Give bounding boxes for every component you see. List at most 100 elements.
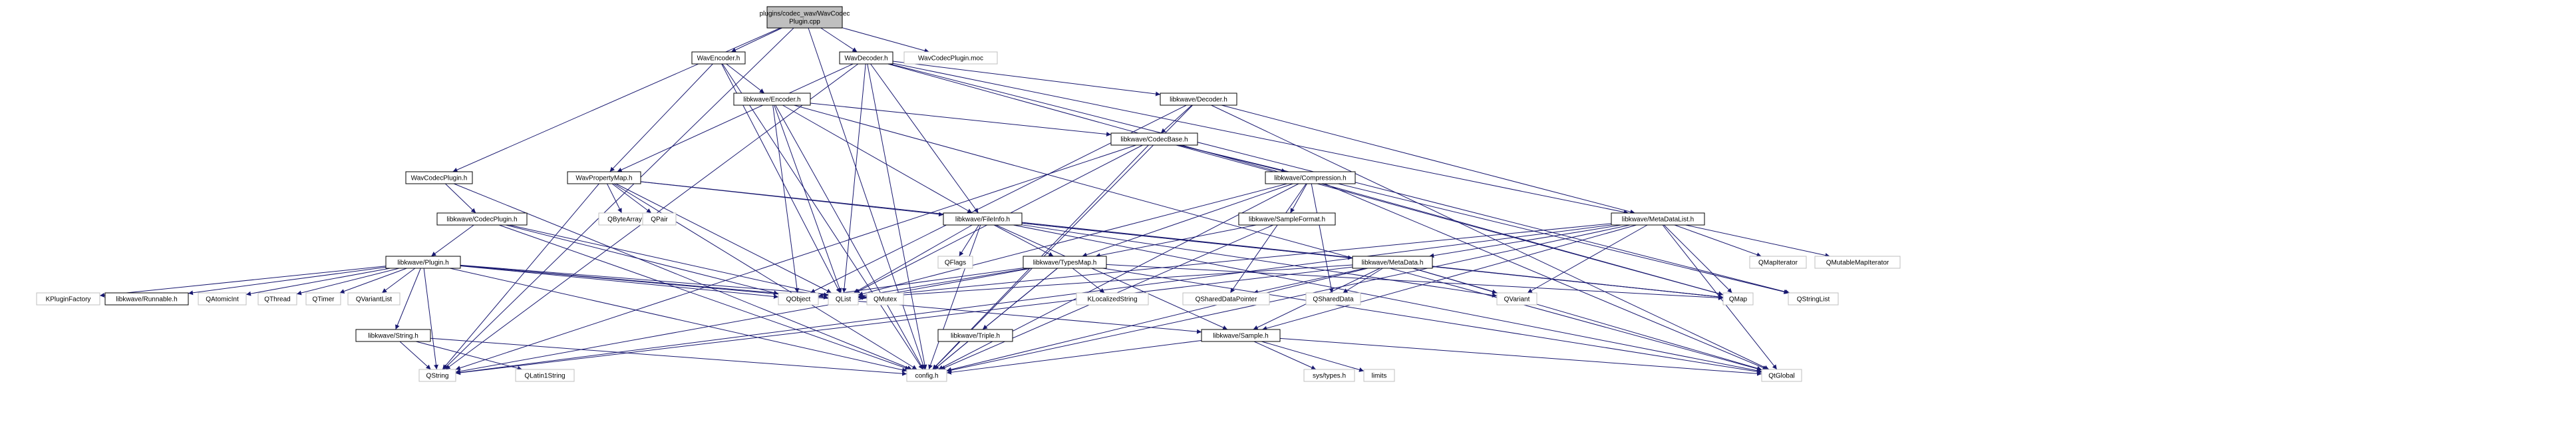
node-box — [355, 329, 431, 342]
node-label: libkwave/Triple.h — [951, 333, 1000, 340]
node-box — [1238, 212, 1336, 226]
edge-wavdecoder_h-to-libkwave_decoder_h — [892, 61, 1161, 97]
node-qvariantlist: QVariantList — [347, 292, 401, 306]
node-label: QMapIterator — [1758, 260, 1798, 267]
edge-libkwave_metadata_h-to-qstring — [455, 266, 1353, 375]
edge-libkwave_compression_h-to-libkwave_sampleformat_h — [1290, 183, 1307, 214]
node-box — [198, 292, 247, 306]
node-label: libkwave/String.h — [368, 333, 418, 340]
node-qmapiterator: QMapIterator — [1749, 256, 1807, 269]
node-box — [1761, 369, 1802, 382]
edge-libkwave_decoder_h-to-config_h — [932, 105, 1193, 370]
edge-libkwave_sample_h-to-config_h — [946, 340, 1202, 375]
node-wavencoder-h[interactable]: WavEncoder.h — [691, 51, 746, 65]
node-label: limits — [1372, 373, 1387, 380]
edge-root-to-wavdecoder_h — [820, 27, 858, 53]
edge-libkwave_metadatalist_h-to-config_h — [946, 224, 1631, 373]
node-label: sys/types.h — [1313, 373, 1346, 380]
node-qstringlist: QStringList — [1788, 292, 1839, 306]
node-libkwave-string-h[interactable]: libkwave/String.h — [355, 329, 431, 342]
node-box — [733, 93, 811, 106]
edge-libkwave_metadatalist_h-to-libkwave_metadata_h — [1429, 224, 1621, 258]
edge-wavdecoder_h-to-qlist — [842, 63, 866, 294]
node-box — [866, 292, 904, 306]
node-libkwave-compression-h[interactable]: libkwave/Compression.h — [1265, 171, 1356, 184]
edge-libkwave_metadatalist_h-to-libkwave_sample_h — [1262, 224, 1637, 331]
node-label: libkwave/Runnable.h — [116, 296, 177, 304]
edge-libkwave_compression_h-to-qshareddatapointer — [1229, 183, 1307, 294]
node-box — [1160, 93, 1237, 106]
edge-libkwave_codecbase_h-to-qmap — [1176, 144, 1724, 296]
node-libkwave-encoder-h[interactable]: libkwave/Encoder.h — [733, 93, 811, 106]
node-libkwave-triple-h[interactable]: libkwave/Triple.h — [937, 329, 1013, 342]
node-label: QSharedDataPointer — [1196, 296, 1258, 304]
node-wavdecoder-h[interactable]: WavDecoder.h — [839, 51, 893, 65]
node-libkwave-typesmap-h[interactable]: libkwave/TypesMap.h — [1023, 256, 1107, 269]
node-label: plugins/codec_wav/WavCodec — [760, 11, 850, 18]
edge-libkwave_fileinfo_h-to-qvariant — [1021, 224, 1498, 298]
node-label: libkwave/MetaDataList.h — [1622, 216, 1694, 224]
node-libkwave-metadatalist-h[interactable]: libkwave/MetaDataList.h — [1611, 212, 1705, 226]
edge-libkwave_typesmap_h-to-qtglobal — [1102, 268, 1762, 374]
node-qatomicint: QAtomicInt — [198, 292, 247, 306]
node-box — [1305, 292, 1361, 306]
edge-libkwave_sample_h-to-sys_types_h — [1253, 341, 1317, 370]
node-box — [385, 256, 461, 269]
node-root[interactable]: plugins/codec_wav/WavCodecPlugin.cpp — [760, 6, 850, 29]
edge-libkwave_compression_h-to-libkwave_typesmap_h — [1082, 183, 1293, 258]
edge-libkwave_compression_h-to-qtglobal — [1324, 183, 1768, 370]
edge-libkwave_metadatalist_h-to-qvariant — [1527, 224, 1648, 294]
node-box — [766, 6, 843, 29]
node-box — [515, 369, 575, 382]
node-label: libkwave/SampleFormat.h — [1249, 216, 1325, 224]
node-box — [1722, 292, 1754, 306]
node-qmap: QMap — [1722, 292, 1754, 306]
node-box — [937, 256, 973, 269]
node-libkwave-codecbase-h[interactable]: libkwave/CodecBase.h — [1110, 132, 1198, 146]
node-wavpropertymap-h[interactable]: WavPropertyMap.h — [567, 171, 641, 184]
edge-libkwave_plugin_h-to-qthread — [296, 268, 400, 296]
edge-libkwave_metadata_h-to-qshareddatapointer — [1253, 268, 1366, 294]
edge-libkwave_metadatalist_h-to-qmapiterator — [1674, 224, 1762, 257]
node-libkwave-runnable-h[interactable]: libkwave/Runnable.h — [104, 292, 189, 306]
edge-libkwave_decoder_h-to-qtglobal — [1211, 105, 1770, 370]
edge-libkwave_encoder_h-to-config_h — [775, 105, 924, 370]
node-libkwave-plugin-h[interactable]: libkwave/Plugin.h — [385, 256, 461, 269]
edge-libkwave_plugin_h-to-kpluginfactory — [99, 266, 387, 298]
node-box — [1201, 329, 1281, 342]
edge-libkwave_triple_h-to-config_h — [933, 341, 969, 370]
node-box — [906, 369, 947, 382]
node-libkwave-sampleformat-h[interactable]: libkwave/SampleFormat.h — [1238, 212, 1336, 226]
node-wavcodecplugin-h[interactable]: WavCodecPlugin.h — [405, 171, 473, 184]
node-qobject: QObject — [778, 292, 819, 306]
node-libkwave-sample-h[interactable]: libkwave/Sample.h — [1201, 329, 1281, 342]
node-box — [1303, 369, 1355, 382]
node-box — [418, 369, 456, 382]
node-qtimer: QTimer — [305, 292, 341, 306]
edge-wavpropertymap_h-to-qlist — [615, 183, 832, 294]
edge-wavpropertymap_h-to-qpair — [611, 183, 652, 214]
edge-wavdecoder_h-to-wavpropertymap_h — [617, 63, 854, 172]
node-label: QObject — [786, 296, 811, 304]
node-qflags: QFlags — [937, 256, 973, 269]
edge-libkwave_metadatalist_h-to-qmutablemapiterator — [1685, 224, 1830, 258]
edge-libkwave_plugin_h-to-config_h — [449, 268, 907, 373]
node-libkwave-metadata-h[interactable]: libkwave/MetaData.h — [1352, 256, 1433, 269]
node-qvariant: QVariant — [1496, 292, 1537, 306]
node-libkwave-fileinfo-h[interactable]: libkwave/FileInfo.h — [943, 212, 1023, 226]
edge-libkwave_codecplugin_h-to-qobject — [506, 224, 779, 296]
edge-libkwave_fileinfo_h-to-libkwave_sample_h — [995, 224, 1228, 330]
node-qtglobal: QtGlobal — [1761, 369, 1802, 382]
edge-wavcodecplugin_h-to-libkwave_codecplugin_h — [445, 183, 476, 214]
edge-libkwave_metadata_h-to-qshareddata — [1343, 268, 1383, 294]
node-box — [943, 212, 1023, 226]
edge-libkwave_fileinfo_h-to-config_h — [928, 224, 981, 370]
node-label: WavCodecPlugin.moc — [918, 55, 983, 63]
edge-libkwave_metadatalist_h-to-qstring — [455, 224, 1612, 375]
edge-libkwave_sampleformat_h-to-libkwave_typesmap_h — [1095, 224, 1257, 258]
node-libkwave-codecplugin-h[interactable]: libkwave/CodecPlugin.h — [436, 212, 528, 226]
edge-libkwave_encoder_h-to-qtglobal — [794, 105, 1762, 371]
node-qshareddatapointer: QSharedDataPointer — [1182, 292, 1270, 306]
node-box — [1814, 256, 1901, 269]
node-libkwave-decoder-h[interactable]: libkwave/Decoder.h — [1160, 93, 1237, 106]
